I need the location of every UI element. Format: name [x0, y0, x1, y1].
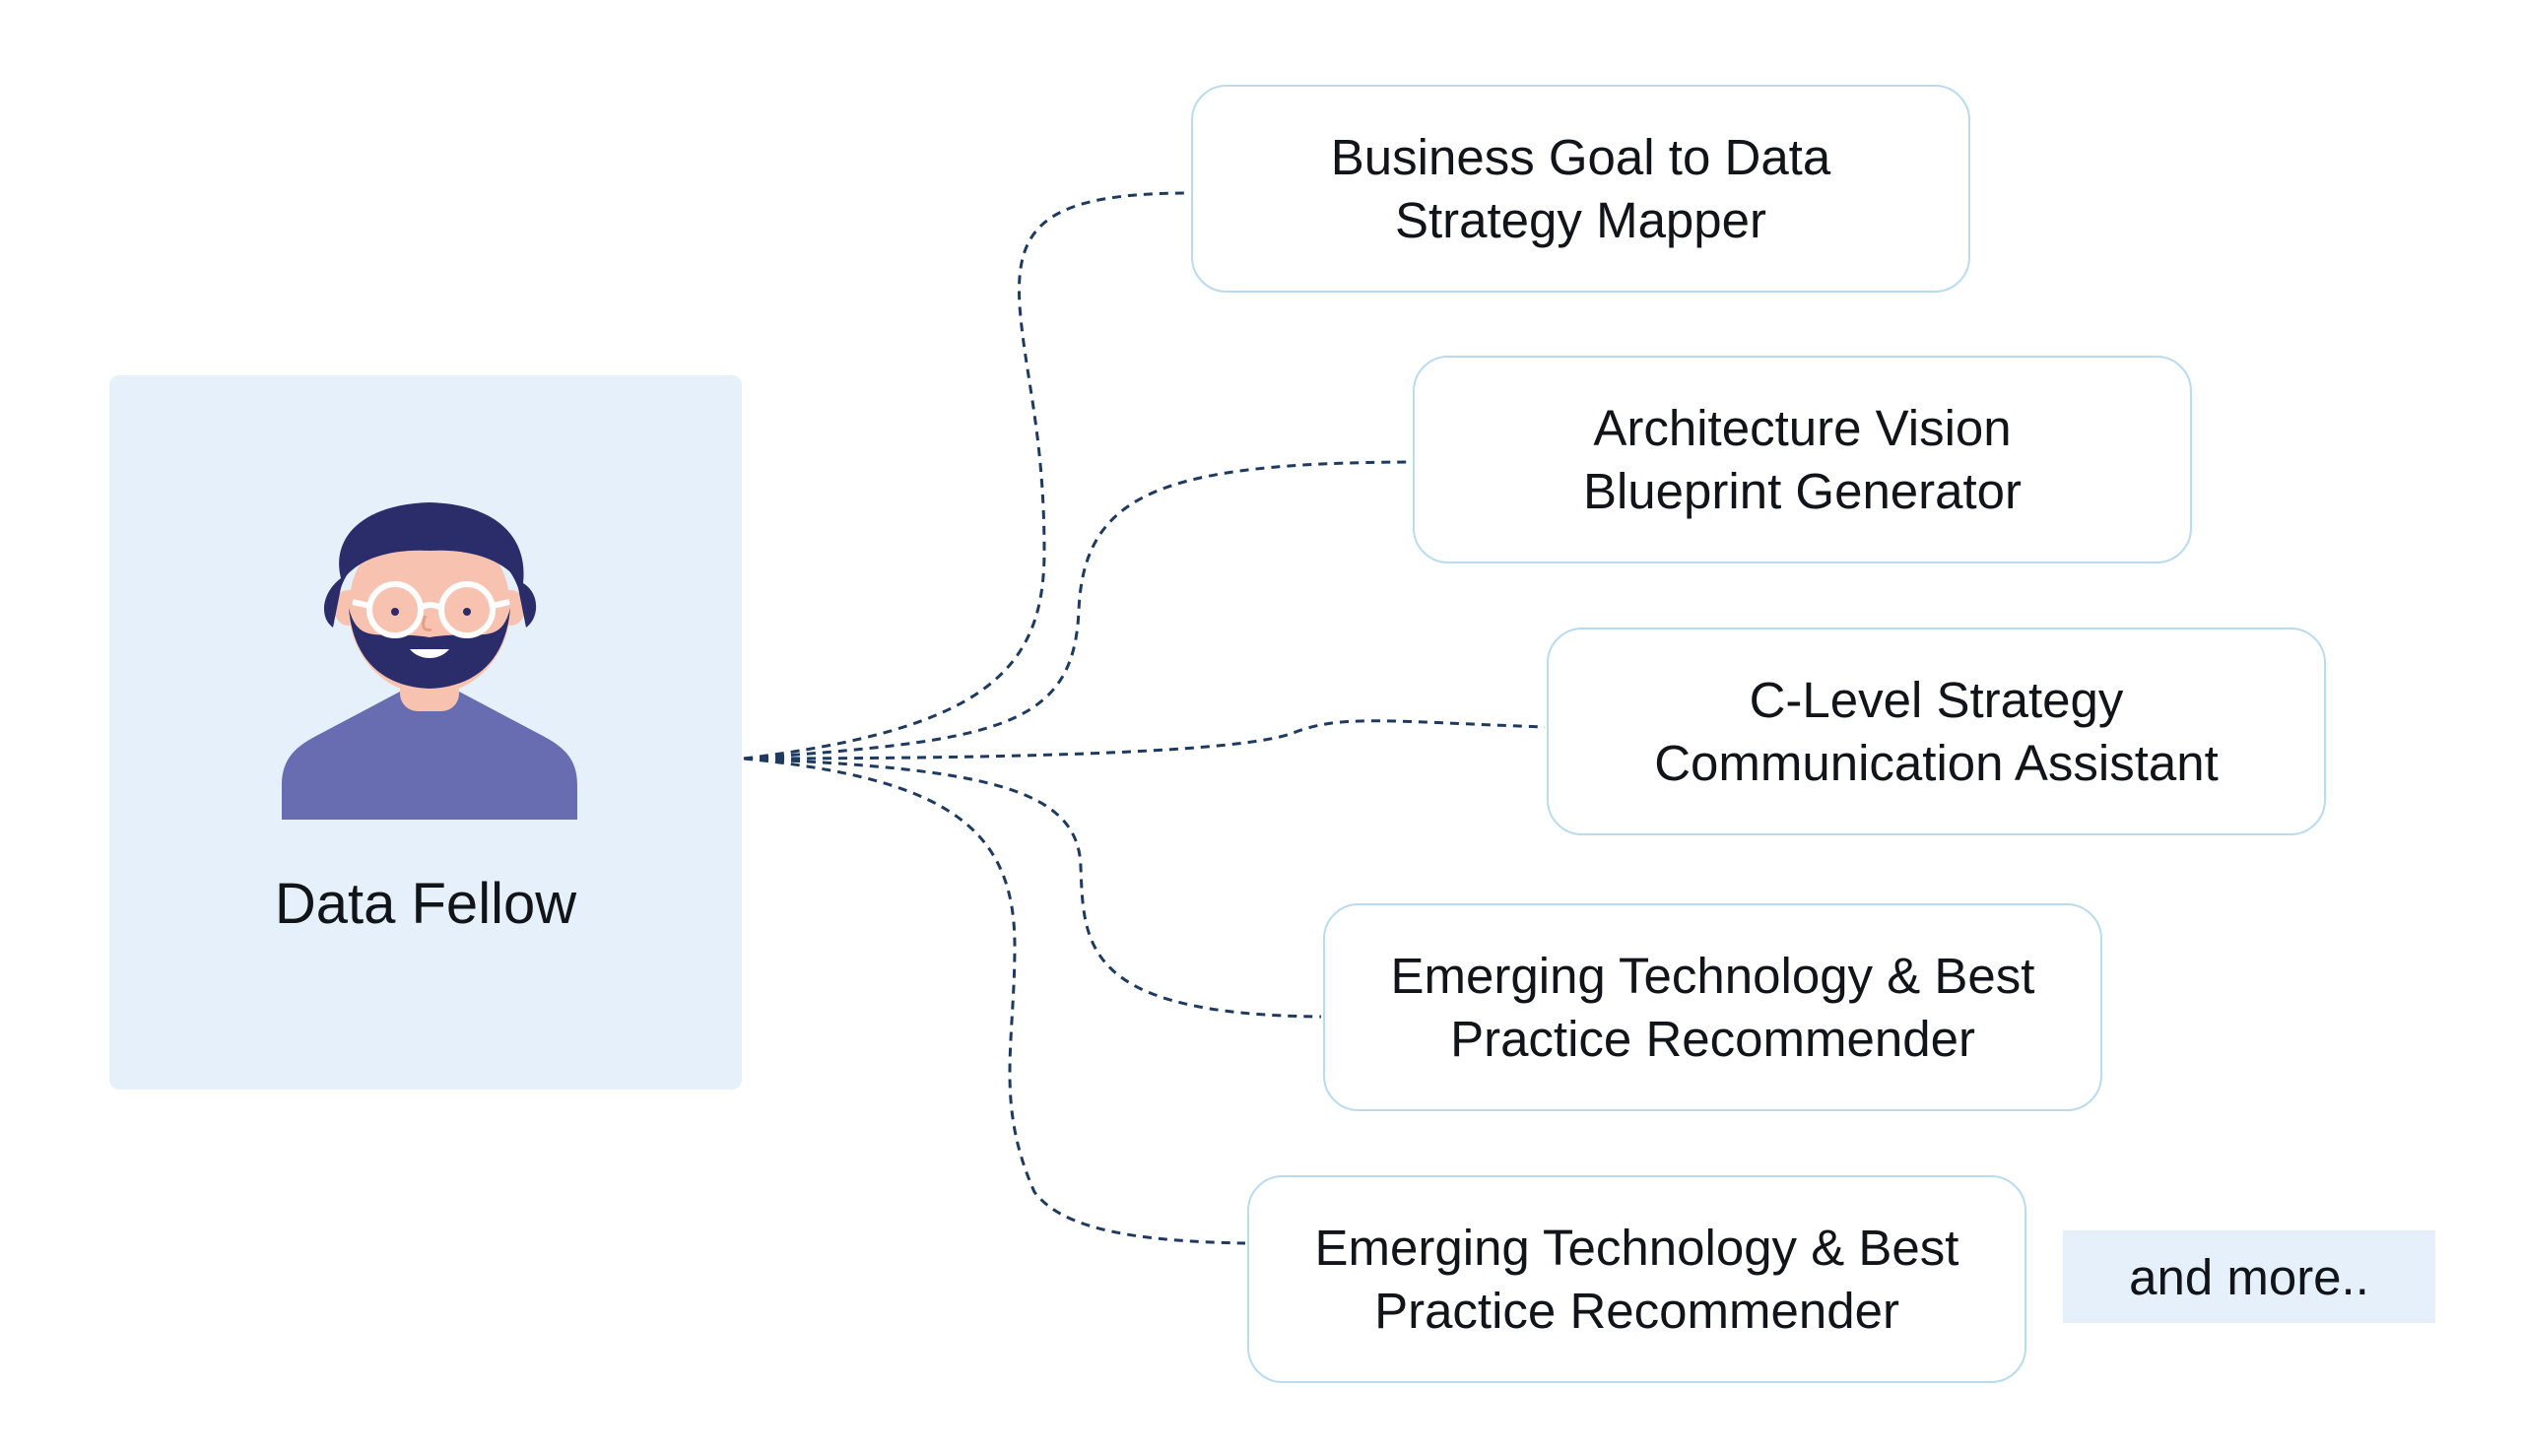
connector-line-2 [743, 460, 1412, 761]
avatar-glasses-right [438, 581, 496, 638]
tool-label-line-2: Blueprint Generator [1582, 462, 2023, 519]
tool-label-line-1: Emerging Technology & Best [1314, 1219, 1959, 1276]
tool-label-line-2: Communication Assistant [1654, 734, 2219, 791]
tool-label-line-1: Architecture Vision [1593, 399, 2012, 456]
avatar-hair-top [341, 511, 520, 583]
tool-emerging-technology-recommender[interactable]: Emerging Technology & Best Practice Reco… [1323, 903, 2102, 1111]
avatar-glasses-bridge [419, 602, 443, 611]
tool-label-line-1: Emerging Technology & Best [1390, 947, 2035, 1004]
and-more-badge: and more.. [2063, 1230, 2435, 1323]
avatar-icon [282, 502, 577, 820]
tool-architecture-vision-generator[interactable]: Architecture Vision Blueprint Generator [1413, 356, 2192, 563]
avatar-mouth [410, 649, 449, 658]
tool-label-line-2: Practice Recommender [1374, 1282, 1899, 1339]
tool-c-level-communication-assistant[interactable]: C-Level Strategy Communication Assistant [1547, 628, 2326, 835]
tool-label-line-1: Business Goal to Data [1330, 128, 1831, 185]
connector-line-4 [743, 757, 1322, 1019]
tool-label-line-2: Strategy Mapper [1394, 191, 1767, 248]
connector-line-3 [743, 719, 1546, 761]
persona-name: Data Fellow [274, 872, 577, 936]
connector-line-5 [743, 757, 1246, 1245]
avatar-glasses-left [366, 581, 424, 638]
tool-emerging-technology-recommender-2[interactable]: Emerging Technology & Best Practice Reco… [1247, 1175, 2026, 1383]
avatar-shirt [282, 692, 577, 820]
tool-label-line-1: C-Level Strategy [1749, 671, 2124, 728]
avatar-beard [349, 608, 510, 689]
connector-line-1 [743, 191, 1190, 761]
tool-business-goal-mapper[interactable]: Business Goal to Data Strategy Mapper [1191, 85, 1970, 293]
tool-label-line-2: Practice Recommender [1450, 1010, 1975, 1067]
persona-card: Data Fellow [109, 375, 742, 1090]
